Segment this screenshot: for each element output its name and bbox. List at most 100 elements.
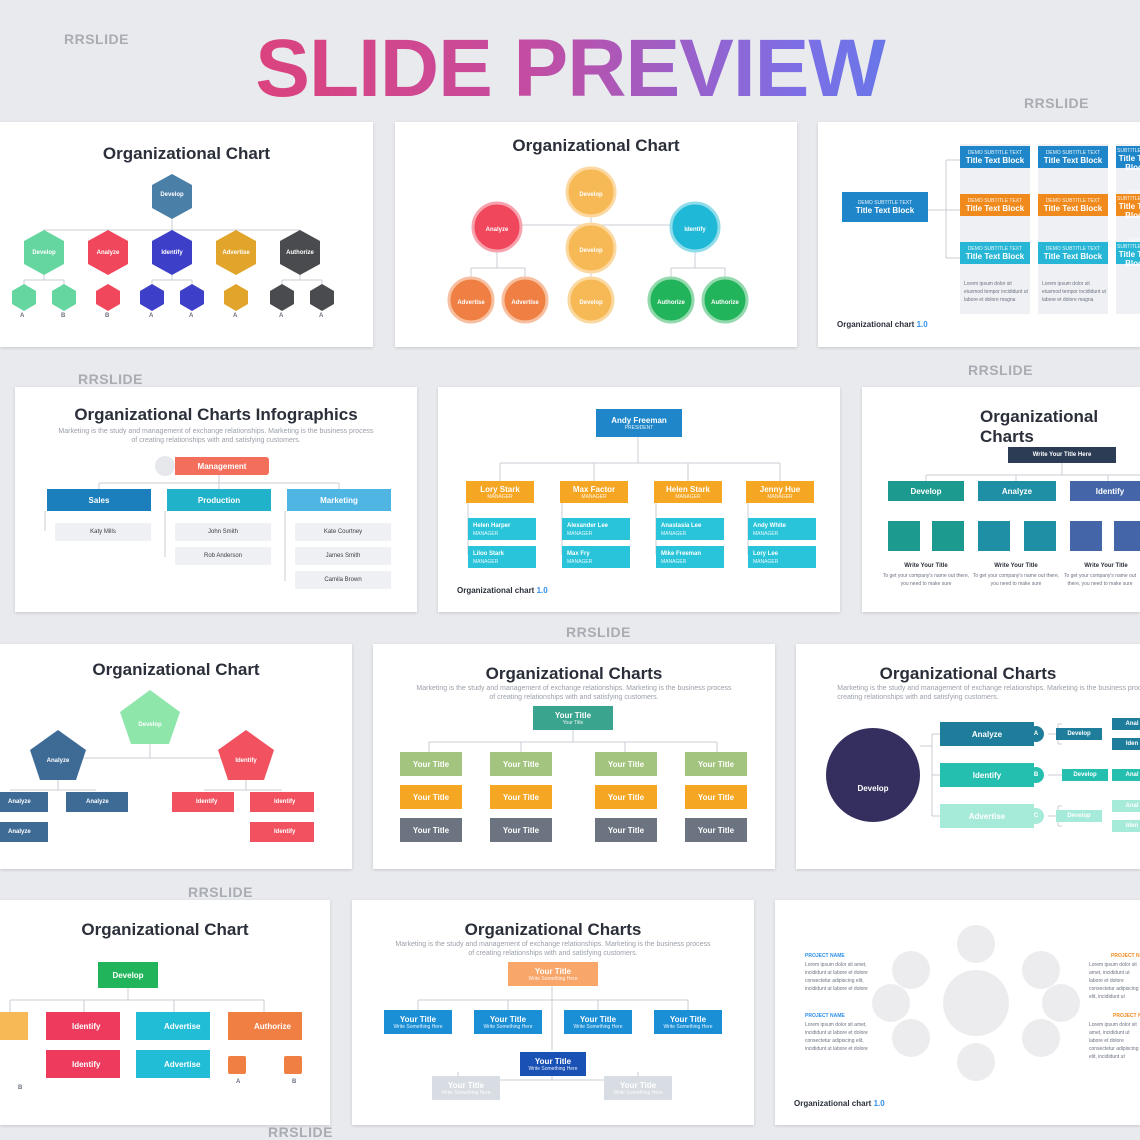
rect-lines (0, 988, 302, 1074)
dept-box: Production (167, 489, 271, 511)
slide-subtitle: Marketing is the study and management of… (837, 685, 1140, 701)
caption-text: To get your company's name out there, yo… (972, 573, 1060, 587)
letter: A (149, 313, 154, 319)
project-name: PROJECT N (1111, 953, 1140, 959)
node-label: Authorize (711, 300, 739, 306)
slide-infographics[interactable]: Organizational Charts Infographics Marke… (15, 387, 417, 612)
far-box: Iden (1112, 820, 1140, 832)
project-text: Lorem ipsum dolor sit amet, incididunt u… (1089, 1022, 1139, 1060)
slide-pentagon-chart[interactable]: Organizational Chart Develop Analyze Ide… (0, 644, 352, 869)
footer-label: Organizational chart 1.0 (794, 1099, 885, 1108)
node-label: Develop (579, 192, 603, 198)
cell-box: Your Title (595, 818, 657, 842)
far-box: Anal (1112, 800, 1140, 812)
col-box: Analyze (978, 481, 1056, 501)
sub-box: Analyze (0, 792, 48, 812)
cell-box: Your Title (595, 785, 657, 809)
slide-title: Organizational Chart (102, 144, 271, 163)
slide-grid-chart[interactable]: Organizational Charts Marketing is the s… (373, 644, 775, 869)
infographic-lines (44, 456, 340, 581)
hub-label: Develop (857, 783, 889, 793)
node-label: Develop (579, 248, 603, 254)
dept-box: Sales (47, 489, 151, 511)
cell-box: Your Title (400, 818, 462, 842)
slide-hub-chart[interactable]: Organizational Charts Marketing is the s… (796, 644, 1140, 869)
letter: A (279, 313, 284, 319)
sub-box: Analyze (66, 792, 128, 812)
item-box: Advertise (136, 1050, 210, 1078)
letter: B (292, 1079, 297, 1085)
node-label: Develop (138, 722, 162, 728)
watermark: RRSLIDE (268, 1124, 333, 1140)
slide-subtitle: Marketing is the study and management of… (395, 941, 711, 957)
far-box: Anal (1112, 769, 1140, 781)
cell-box: Your Title (490, 752, 552, 776)
node-label: Analyze (485, 227, 509, 233)
person-card: Camila Brown (295, 571, 391, 589)
dept-box: Marketing (287, 489, 391, 511)
node-label: Advertise (511, 300, 539, 306)
node-label: Identify (235, 758, 257, 764)
cell-box: Your Title (685, 752, 747, 776)
caption: Write Your Title (1084, 563, 1128, 569)
sub-box: Identify (250, 792, 314, 812)
cell-box: Your Title (490, 785, 552, 809)
top-box: Develop (98, 962, 158, 988)
slide-rect-chart[interactable]: Organizational Chart Develop Identify Ad… (0, 900, 330, 1125)
slide-title: Organizational Charts (980, 407, 1099, 446)
sub-box: Develop (1056, 728, 1102, 740)
node-label: Develop (160, 192, 184, 198)
slide-title: Organizational Charts (464, 920, 642, 939)
footer-label: Organizational chart 1.0 (837, 320, 928, 329)
item-box: Identify (46, 1050, 120, 1078)
slide-title: Organizational Chart (512, 136, 680, 155)
letter: A (189, 313, 194, 319)
node-label: Authorize (657, 300, 685, 306)
slide-circle-chart[interactable]: Organizational Chart Develop Analyze Ide… (395, 122, 797, 347)
slide-blue-chart[interactable]: Organizational Charts Marketing is the s… (352, 900, 754, 1125)
sub-box: Identify (250, 822, 314, 842)
sub-box: Analyze (0, 822, 48, 842)
letter: B (1033, 772, 1039, 778)
watermark: RRSLIDE (566, 624, 631, 640)
far-box: Anal (1112, 718, 1140, 730)
slide-hexagon-chart[interactable]: Organizational Chart Develop Develop Ana… (0, 122, 373, 347)
management-box: Management (175, 457, 269, 475)
watermark: RRSLIDE (78, 371, 143, 387)
cell-box: Your Title (490, 818, 552, 842)
slide-subtitle: Marketing is the study and management of… (416, 685, 732, 701)
node-label: Identify (684, 227, 706, 233)
pentagon-diagram (10, 690, 282, 791)
grid-lines (428, 730, 718, 752)
node-label: Develop (579, 300, 603, 306)
item-box: Advertise (136, 1012, 210, 1040)
slide-icon-chart[interactable]: Organizational Charts Write Your Title H… (862, 387, 1140, 612)
person-card: James Smith (295, 547, 391, 565)
person-card: John Smith (175, 523, 271, 541)
letter: A (233, 313, 238, 319)
slide-bubble-chart[interactable]: PROJECT NAME Lorem ipsum dolor sit amet,… (775, 900, 1140, 1125)
